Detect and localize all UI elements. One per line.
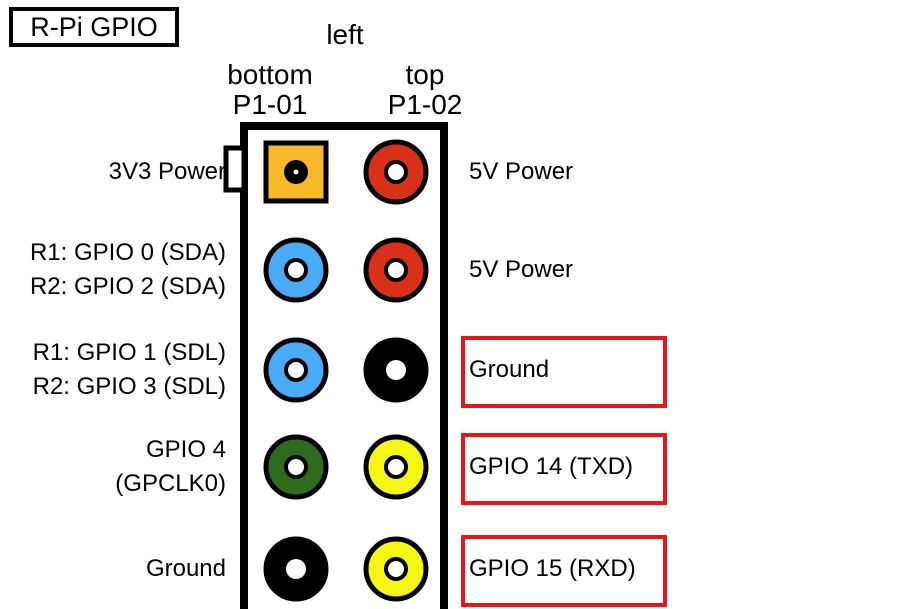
right-pin-label: GPIO 15 (RXD) xyxy=(469,555,636,582)
pin-2 xyxy=(363,139,429,205)
right-pin-label: Ground xyxy=(469,356,550,383)
pin-9 xyxy=(263,536,329,602)
left-pin-label: 3V3 Power xyxy=(108,158,226,185)
pin-7 xyxy=(263,434,329,500)
highlight-box xyxy=(461,336,667,408)
left-pin-label: R2: GPIO 3 (SDL) xyxy=(32,373,226,400)
pin-3 xyxy=(263,237,329,303)
right-pin-label: 5V Power xyxy=(469,158,574,185)
top-pin-id: P1-02 xyxy=(387,89,463,120)
highlight-box xyxy=(461,433,667,505)
right-pin-label: GPIO 14 (TXD) xyxy=(469,453,634,480)
pin-1 xyxy=(263,140,329,204)
bottom-row-label: bottom xyxy=(227,59,313,90)
pin-10 xyxy=(363,536,429,602)
highlight-box xyxy=(461,535,667,607)
bottom-pin-id: P1-01 xyxy=(232,89,308,120)
header-key-notch xyxy=(223,145,247,193)
left-pin-label: GPIO 4 xyxy=(145,436,226,463)
left-pin-label: R1: GPIO 0 (SDA) xyxy=(29,239,226,266)
left-pin-label: Ground xyxy=(145,555,226,582)
top-row-label: top xyxy=(405,59,445,90)
right-pin-label: 5V Power xyxy=(469,256,574,283)
pin-8 xyxy=(363,434,429,500)
left-pin-label: (GPCLK0) xyxy=(115,470,226,497)
pin-4 xyxy=(363,237,429,303)
pin-5 xyxy=(263,337,329,403)
diagram-title: R-Pi GPIO xyxy=(9,7,179,47)
pin-6 xyxy=(363,337,429,403)
left-pin-label: R2: GPIO 2 (SDA) xyxy=(29,273,226,300)
side-label: left xyxy=(326,19,364,50)
left-pin-label: R1: GPIO 1 (SDL) xyxy=(32,339,226,366)
